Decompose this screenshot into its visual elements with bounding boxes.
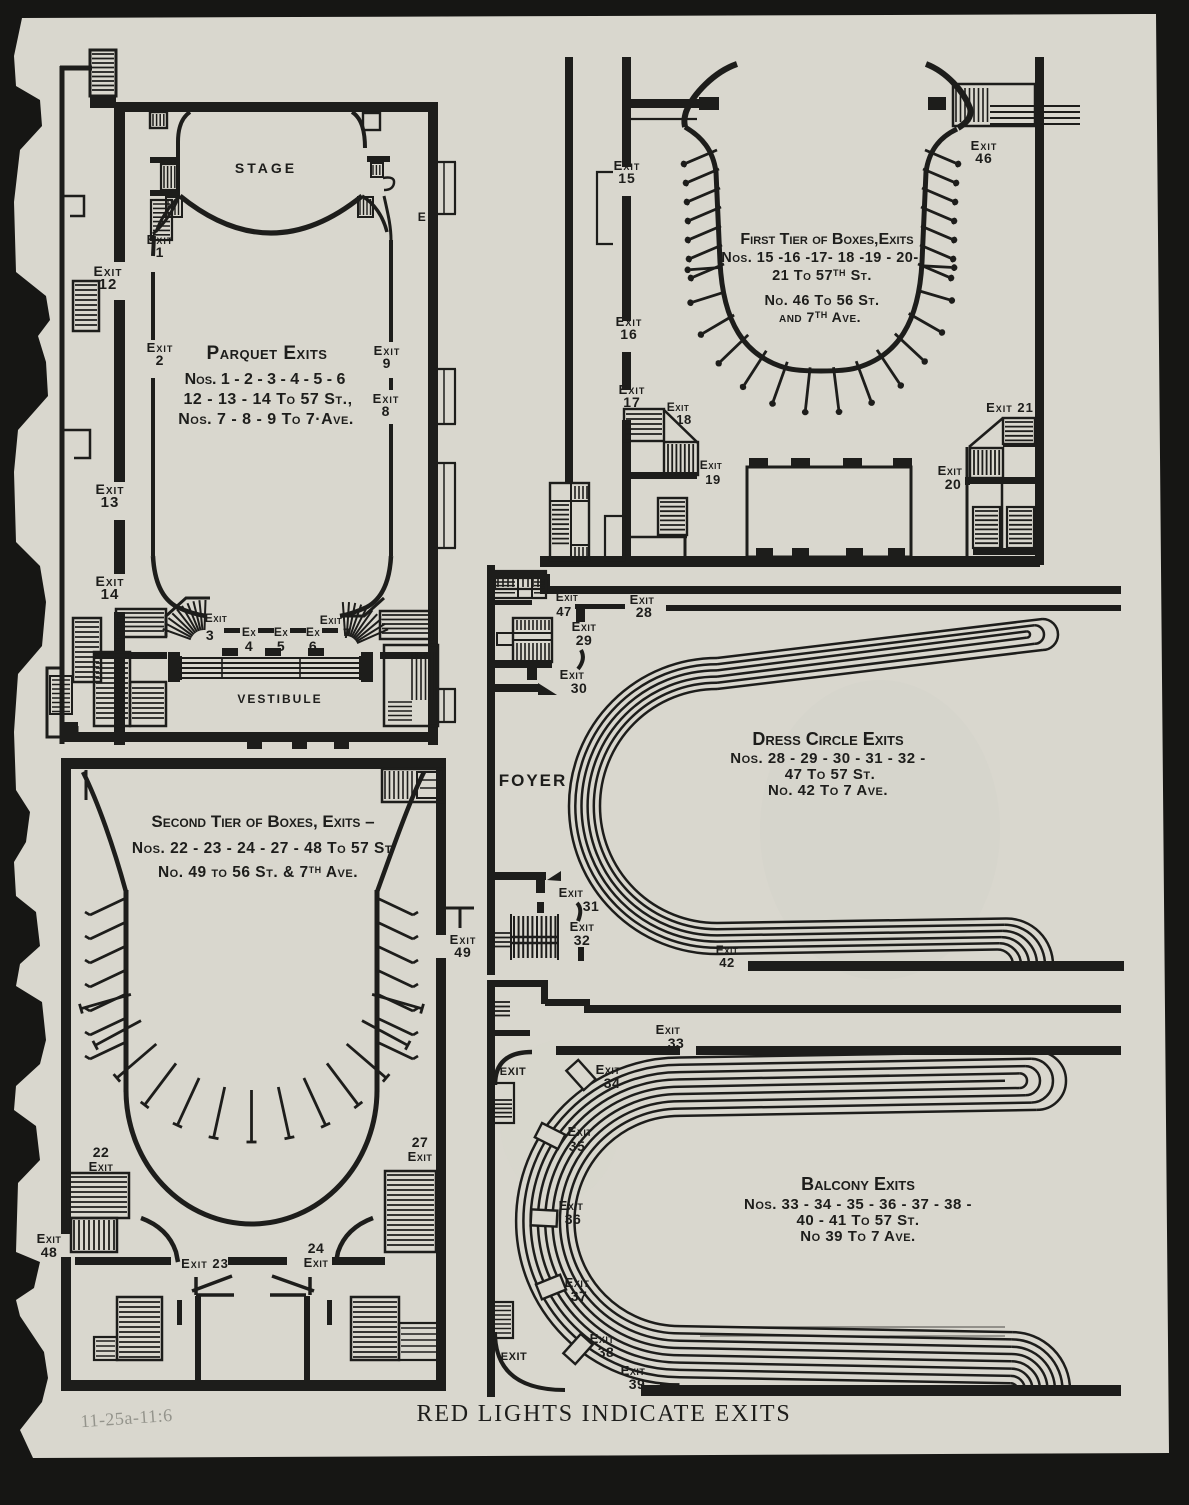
svg-text:49: 49 [454, 944, 472, 960]
svg-text:Exit 23: Exit 23 [181, 1256, 229, 1271]
svg-text:12: 12 [99, 276, 118, 293]
svg-text:22: 22 [93, 1144, 110, 1160]
svg-text:EXIT: EXIT [501, 1351, 527, 1363]
svg-text:Exit: Exit [556, 590, 578, 604]
svg-text:Nos. 28 - 29 - 30 - 31 - 32 -: Nos. 28 - 29 - 30 - 31 - 32 - [730, 750, 925, 767]
svg-text:Second Tier of Boxes, Exits: Second Tier of Boxes, Exits – [151, 812, 374, 831]
svg-text:3: 3 [206, 627, 214, 643]
svg-text:35: 35 [569, 1138, 586, 1154]
svg-text:RED LIGHTS INDICATE EXITS: RED LIGHTS INDICATE EXITS [417, 1401, 792, 1427]
svg-text:46: 46 [975, 150, 993, 166]
svg-text:Exit: Exit [408, 1149, 433, 1164]
svg-text:Nos. 22 - 23 - 24 - 27 - 48 T: Nos. 22 - 23 - 24 - 27 - 48 To 57 St [132, 840, 392, 857]
svg-text:Nos. 7 - 8 - 9 To 7·Ave.: Nos. 7 - 8 - 9 To 7·Ave. [178, 411, 354, 428]
svg-text:Exit: Exit [559, 885, 584, 900]
svg-text:Exit: Exit [320, 613, 342, 627]
svg-text:47: 47 [556, 604, 571, 619]
svg-text:Dress Circle Exits: Dress Circle Exits [752, 729, 904, 749]
svg-text:FOYER: FOYER [499, 771, 568, 790]
svg-text:13: 13 [101, 494, 120, 511]
svg-text:12 - 13 - 14 To 57 St.‚: 12 - 13 - 14 To 57 St.‚ [183, 391, 352, 408]
svg-text:VESTIBULE: VESTIBULE [237, 692, 322, 706]
svg-text:36: 36 [565, 1211, 582, 1227]
svg-text:31: 31 [583, 898, 600, 914]
svg-text:15: 15 [618, 170, 636, 186]
svg-text:Ex: Ex [306, 625, 321, 639]
svg-text:No. 46 To 56 St.: No. 46 To 56 St. [764, 293, 879, 309]
svg-text:First Tier of Boxes‚Exits: First Tier of Boxes‚Exits [740, 231, 913, 248]
svg-text:16: 16 [620, 326, 638, 342]
svg-text:4: 4 [245, 638, 253, 654]
svg-text:1: 1 [156, 244, 165, 260]
svg-text:28: 28 [636, 604, 653, 620]
svg-text:34: 34 [604, 1075, 621, 1091]
svg-text:9: 9 [383, 355, 392, 371]
svg-text:7: 7 [343, 625, 351, 641]
svg-text:21 To 57TH St.: 21 To 57TH St. [772, 268, 872, 284]
svg-text:Exit: Exit [568, 1124, 593, 1139]
svg-text:Exit: Exit [205, 611, 227, 625]
svg-text:Exit: Exit [304, 1255, 329, 1270]
svg-text:42: 42 [719, 955, 734, 970]
svg-text:Nos. 33 - 34 - 35 - 36 - 37 -: Nos. 33 - 34 - 35 - 36 - 37 - 38 - [744, 1196, 972, 1213]
svg-text:17: 17 [623, 394, 641, 410]
svg-text:2: 2 [156, 352, 165, 368]
svg-text:No 39 To 7 Ave.: No 39 To 7 Ave. [800, 1228, 915, 1245]
svg-text:38: 38 [598, 1344, 615, 1360]
svg-text:Nos. 15 -16 -17- 18 -19 - 20-: Nos. 15 -16 -17- 18 -19 - 20- [721, 250, 918, 266]
svg-text:32: 32 [574, 932, 591, 948]
svg-text:Balcony Exits: Balcony Exits [801, 1174, 915, 1194]
svg-text:30: 30 [571, 680, 588, 696]
svg-text:Parquet Exits: Parquet Exits [207, 343, 328, 364]
svg-text:47 To 57 St.: 47 To 57 St. [785, 766, 875, 783]
svg-text:29: 29 [576, 632, 593, 648]
svg-text:20: 20 [945, 476, 962, 492]
svg-text:8: 8 [382, 403, 391, 419]
svg-text:E: E [418, 210, 427, 224]
svg-text:STAGE: STAGE [235, 160, 297, 176]
svg-text:48: 48 [41, 1244, 58, 1260]
svg-text:EXIT: EXIT [500, 1066, 526, 1078]
svg-text:Exit 21: Exit 21 [986, 400, 1034, 415]
svg-text:24: 24 [308, 1240, 325, 1256]
svg-text:27: 27 [412, 1134, 429, 1150]
svg-text:14: 14 [101, 586, 120, 603]
svg-text:No. 42 To 7 Ave.: No. 42 To 7 Ave. [768, 782, 888, 799]
svg-text:Exit: Exit [700, 458, 722, 472]
svg-text:Ex: Ex [242, 625, 257, 639]
svg-text:40 - 41 To 57 St.: 40 - 41 To 57 St. [797, 1212, 920, 1229]
svg-text:39: 39 [629, 1376, 646, 1392]
svg-text:37: 37 [571, 1288, 588, 1304]
svg-text:No. 49 to 56 St. & 7TH Ave.: No. 49 to 56 St. & 7TH Ave. [158, 864, 358, 881]
svg-text:19: 19 [705, 472, 720, 487]
svg-text:Nos. 1 - 2 - 3 - 4 - 5 - 6: Nos. 1 - 2 - 3 - 4 - 5 - 6 [185, 371, 346, 388]
svg-text:33: 33 [668, 1035, 685, 1051]
svg-text:Ex: Ex [274, 625, 289, 639]
